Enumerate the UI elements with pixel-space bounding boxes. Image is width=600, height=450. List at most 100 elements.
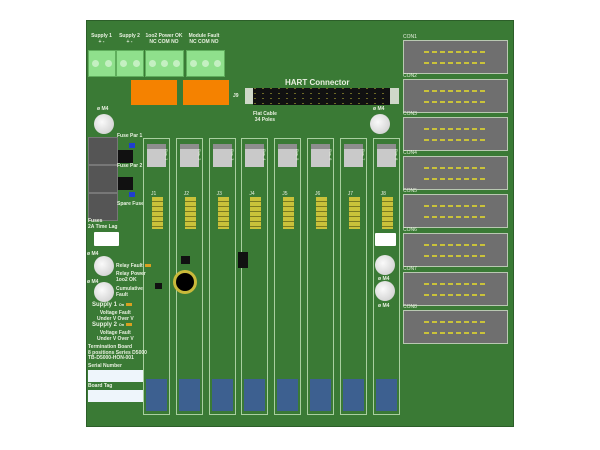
on-label: On — [118, 322, 125, 327]
slot-j-label: J2 — [183, 191, 190, 197]
slot-j-label: J3 — [216, 191, 222, 197]
slot-socket — [245, 144, 265, 167]
connector-pins — [424, 89, 487, 92]
cumulative-fault-label: Cumulative Fault — [116, 286, 143, 298]
connector-label: CON8 — [403, 304, 417, 311]
voltage-fault-label: Voltage Fault — [99, 330, 131, 336]
under-over-label: Under V Over V — [97, 335, 134, 342]
slot-socket — [212, 144, 232, 167]
connector-5 — [403, 194, 508, 229]
serial-number-label: Serial Number — [88, 363, 122, 369]
connector-label: CON3 — [403, 111, 417, 118]
hole-label: ø M4 — [87, 251, 99, 257]
label-pad — [375, 233, 396, 246]
connector-pins — [424, 62, 487, 64]
module-fault-terminal — [186, 50, 225, 77]
connector-6 — [403, 233, 508, 267]
connector-pins — [424, 216, 487, 219]
slot-blue-block — [342, 379, 364, 411]
slot-blue-block — [310, 379, 331, 411]
led-2 — [129, 192, 135, 197]
slot-j-label: J7 — [347, 191, 354, 197]
mounting-hole — [94, 256, 114, 276]
supply2-status-title: Supply 2 — [92, 322, 118, 328]
fuse-par2-label: Fuse Par 2 — [117, 163, 143, 169]
slot-blue-block — [375, 379, 397, 411]
slot-j-label: J5 — [282, 191, 288, 197]
pin-header — [217, 197, 229, 229]
ic-chip — [155, 283, 162, 289]
connector-pins — [424, 244, 487, 246]
connector-label: CON7 — [403, 265, 417, 272]
board-tag-label: Board Tag — [88, 383, 113, 389]
pin-header — [152, 197, 163, 229]
connector-label: CON5 — [403, 188, 417, 195]
slot-j-label: J1 — [151, 191, 157, 197]
relay-fault-label: Relay Fault — [116, 263, 143, 269]
led — [126, 322, 133, 326]
slot-pos-label: Pos. 6 — [328, 149, 333, 161]
relay-1 — [131, 80, 177, 105]
board-part-number: TB-D5000-HON-001 — [88, 355, 134, 361]
poles-label: 34 Poles — [254, 116, 276, 123]
pin-header — [250, 197, 262, 229]
connector-3 — [403, 117, 508, 152]
supply1-status-title: Supply 1 — [92, 302, 118, 308]
slot-blue-block — [178, 379, 200, 411]
relay-2 — [183, 80, 229, 105]
serial-number-field — [88, 370, 143, 382]
slot-blue-block — [244, 379, 266, 411]
connector-pins — [424, 166, 487, 169]
diode-2 — [118, 177, 133, 190]
fuse-1 — [88, 137, 118, 165]
hart-title: HART Connector — [285, 78, 350, 87]
fuses-rating: 2A Time Lag — [88, 223, 118, 230]
connector-pins — [424, 282, 487, 285]
mounting-hole — [370, 114, 390, 134]
mounting-hole — [375, 255, 395, 275]
supply2-terminal — [116, 50, 144, 77]
slot-socket — [376, 144, 396, 167]
hart-connector — [253, 88, 390, 105]
slot-4: Pos. 4 J4 — [241, 138, 269, 415]
hole-label: ø M4 — [97, 106, 109, 112]
slot-pos-label: Pos. 8 — [393, 149, 399, 161]
slot-blue-block — [211, 379, 233, 411]
slot-socket — [147, 144, 166, 167]
hole-label: ø M4 — [87, 279, 99, 285]
connector-pins — [424, 321, 487, 324]
slot-j-label: J6 — [315, 191, 321, 197]
label-pad — [94, 232, 119, 246]
slot-3: Pos. 3 J3 — [208, 138, 236, 415]
slot-pos-label: Pos. 4 — [262, 149, 268, 161]
pin-header — [348, 197, 360, 229]
connector-7 — [403, 271, 508, 306]
mounting-hole — [375, 281, 395, 301]
slot-socket — [311, 144, 330, 167]
slot-socket — [278, 144, 298, 167]
slot-pos-label: Pos. 2 — [196, 149, 202, 161]
mounting-hole — [94, 114, 114, 134]
voltage-fault-label: Voltage Fault — [99, 310, 131, 316]
flat-cable-label: Flat Cable — [253, 111, 277, 117]
slot-7: Pos. 7 J7 — [339, 138, 367, 415]
on-label: On — [118, 302, 125, 307]
slot-pos-label: Pos. 5 — [295, 149, 301, 161]
board-tag-field — [88, 390, 143, 402]
connector-pins — [424, 205, 487, 208]
board-title: Termination Board — [88, 344, 133, 350]
pin-header — [381, 197, 393, 229]
fuse-2 — [88, 165, 118, 193]
slot-j-label: J4 — [249, 191, 255, 197]
pin-header — [184, 197, 196, 229]
slot-pos-label: Pos. 3 — [229, 149, 235, 161]
under-over-label: Under V Over V — [97, 315, 134, 322]
pin-header — [316, 197, 327, 229]
connector-pins — [424, 51, 487, 53]
fuse-par1-label: Fuse Par 1 — [117, 133, 143, 139]
supply2-label: Supply 2+ - — [119, 33, 140, 45]
led — [126, 302, 133, 306]
j9-label: J9 — [233, 93, 239, 99]
